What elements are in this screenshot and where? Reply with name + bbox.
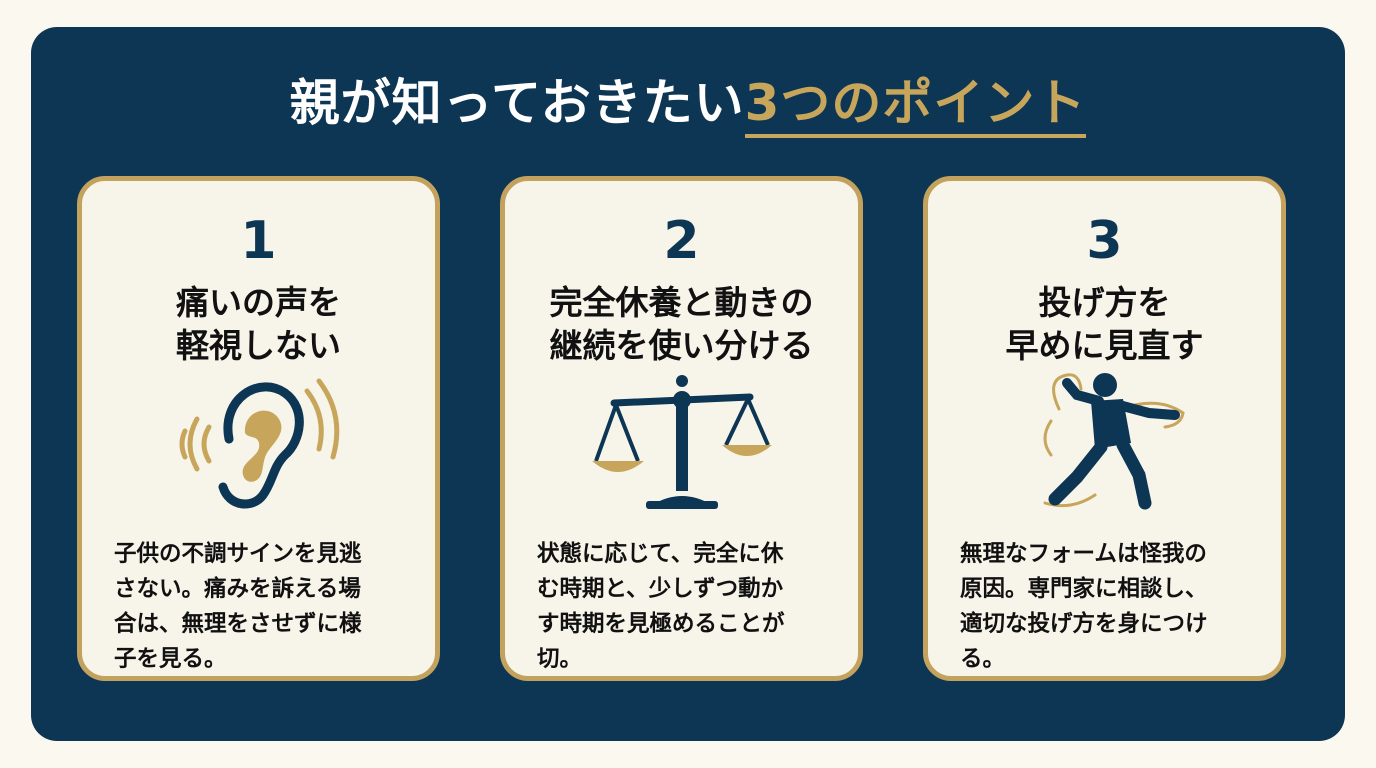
card-number: 3	[1086, 211, 1123, 271]
card-body-line: む時期と、少しずつ動か	[537, 576, 784, 602]
card-body-line: 子供の不調サインを見逃	[114, 541, 362, 567]
card-heading-line: 軽視しない	[176, 326, 341, 365]
point-card-3: 3 投げ方を 早めに見直す 無理なフォームは怪我の 原因。専門家に相談し、 適切…	[923, 176, 1286, 681]
title-main: 親が知っておきたい	[289, 74, 745, 132]
card-heading-line: 痛いの声を	[176, 283, 341, 322]
card-number: 2	[663, 211, 700, 271]
card-body-line: 原因。専門家に相談し、	[960, 576, 1208, 602]
card-body: 無理なフォームは怪我の 原因。専門家に相談し、 適切な投げ方を身につけ る。	[960, 537, 1270, 677]
card-body-line: す時期を見極めることが	[537, 611, 785, 637]
throwing-player-icon	[1043, 373, 1185, 510]
card-heading-line: 完全休養と動きの	[549, 283, 814, 322]
card-body-line: 状態に応じて、完全に休	[537, 541, 784, 567]
card-body-line: 適切な投げ方を身につけ	[960, 611, 1208, 637]
title-accent: 3つのポイント	[744, 74, 1087, 138]
card-heading: 投げ方を 早めに見直す	[928, 281, 1281, 367]
ear-icon	[179, 378, 339, 509]
card-body-line: 合は、無理をさせずに様	[114, 611, 362, 637]
card-heading-line: 投げ方を	[1038, 283, 1171, 322]
card-heading-line: 早めに見直す	[1005, 326, 1204, 365]
point-card-1: 1 痛いの声を 軽視しない 子供の不調サインを見逃 さない。痛みを訴える場 合は…	[77, 176, 440, 681]
card-heading-line: 継続を使い分ける	[549, 326, 814, 365]
card-heading: 痛いの声を 軽視しない	[82, 281, 435, 367]
card-body-line: 無理なフォームは怪我の	[960, 541, 1207, 567]
card-body-line: さない。痛みを訴える場	[114, 576, 361, 602]
card-number: 1	[240, 211, 277, 271]
card-body: 状態に応じて、完全に休 む時期と、少しずつ動か す時期を見極めることが 切。	[537, 537, 847, 677]
balance-scale-icon	[591, 375, 772, 509]
card-body-line: 切。	[537, 646, 583, 672]
card-body-line: 子を見る。	[114, 646, 227, 672]
page-title: 親が知っておきたい3つのポイント	[0, 68, 1376, 138]
point-card-2: 2 完全休養と動きの 継続を使い分ける 状態に応じて、完全に	[500, 176, 863, 681]
card-heading: 完全休養と動きの 継続を使い分ける	[505, 281, 858, 367]
card-body: 子供の不調サインを見逃 さない。痛みを訴える場 合は、無理をさせずに様 子を見る…	[114, 537, 424, 677]
card-body-line: る。	[960, 646, 1006, 672]
